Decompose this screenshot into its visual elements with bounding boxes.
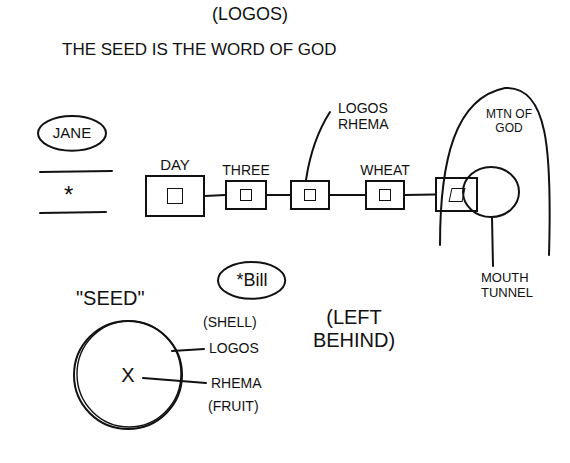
- leader-line: [143, 378, 206, 383]
- box-heading: WHEAT: [360, 162, 410, 178]
- outline-stroke: [38, 116, 106, 151]
- leader-line: [306, 112, 330, 180]
- outline-stroke: [74, 321, 182, 429]
- box-heading: LOGOS RHEMA: [338, 100, 398, 132]
- underline-stroke: [40, 171, 112, 172]
- mountain-arc: [440, 88, 550, 255]
- inner-square: [379, 189, 391, 201]
- inner-square: [167, 188, 183, 204]
- star-mark: *: [64, 181, 73, 209]
- note-label: (LEFT BEHIND): [308, 306, 400, 352]
- section-label: "SEED": [76, 287, 145, 310]
- circled-name: JANE: [37, 115, 107, 152]
- node-text: *Bill: [236, 270, 267, 291]
- seed-circle: X: [73, 320, 183, 430]
- leader-line: [492, 217, 493, 266]
- connector-line: [405, 194, 435, 197]
- node-text: X: [121, 364, 134, 387]
- stage-box: LOGOS RHEMA: [290, 180, 330, 210]
- stage-box: MOUTH TUNNEL: [435, 177, 478, 212]
- connector-line: [330, 194, 365, 196]
- outline-stroke: [218, 262, 285, 299]
- outline-stroke: [77, 321, 181, 427]
- part-label: LOGOS: [209, 340, 259, 356]
- box-heading: DAY: [160, 156, 190, 173]
- underline-stroke: [40, 212, 106, 213]
- stage-box: DAY: [145, 175, 205, 217]
- circled-name: *Bill: [217, 261, 286, 300]
- connector-line: [205, 195, 225, 196]
- inner-square: [448, 188, 465, 202]
- title-text: THE SEED IS THE WORD OF GOD: [62, 40, 337, 60]
- heading-note: (LOGOS): [212, 4, 288, 25]
- mouth-ellipse: [463, 167, 519, 217]
- inner-square: [304, 189, 316, 201]
- stage-box: WHEAT: [365, 180, 405, 210]
- inner-square: [240, 189, 252, 201]
- connector-line: [267, 194, 290, 196]
- node-text: JANE: [53, 124, 91, 141]
- region-label: MTN OF GOD: [484, 108, 534, 136]
- part-label: RHEMA: [211, 375, 262, 391]
- box-heading: MOUTH TUNNEL: [481, 271, 545, 301]
- stage-box: THREE: [225, 180, 267, 210]
- part-label: (FRUIT): [208, 398, 259, 414]
- box-heading: THREE: [222, 162, 269, 178]
- part-label: (SHELL): [203, 314, 257, 330]
